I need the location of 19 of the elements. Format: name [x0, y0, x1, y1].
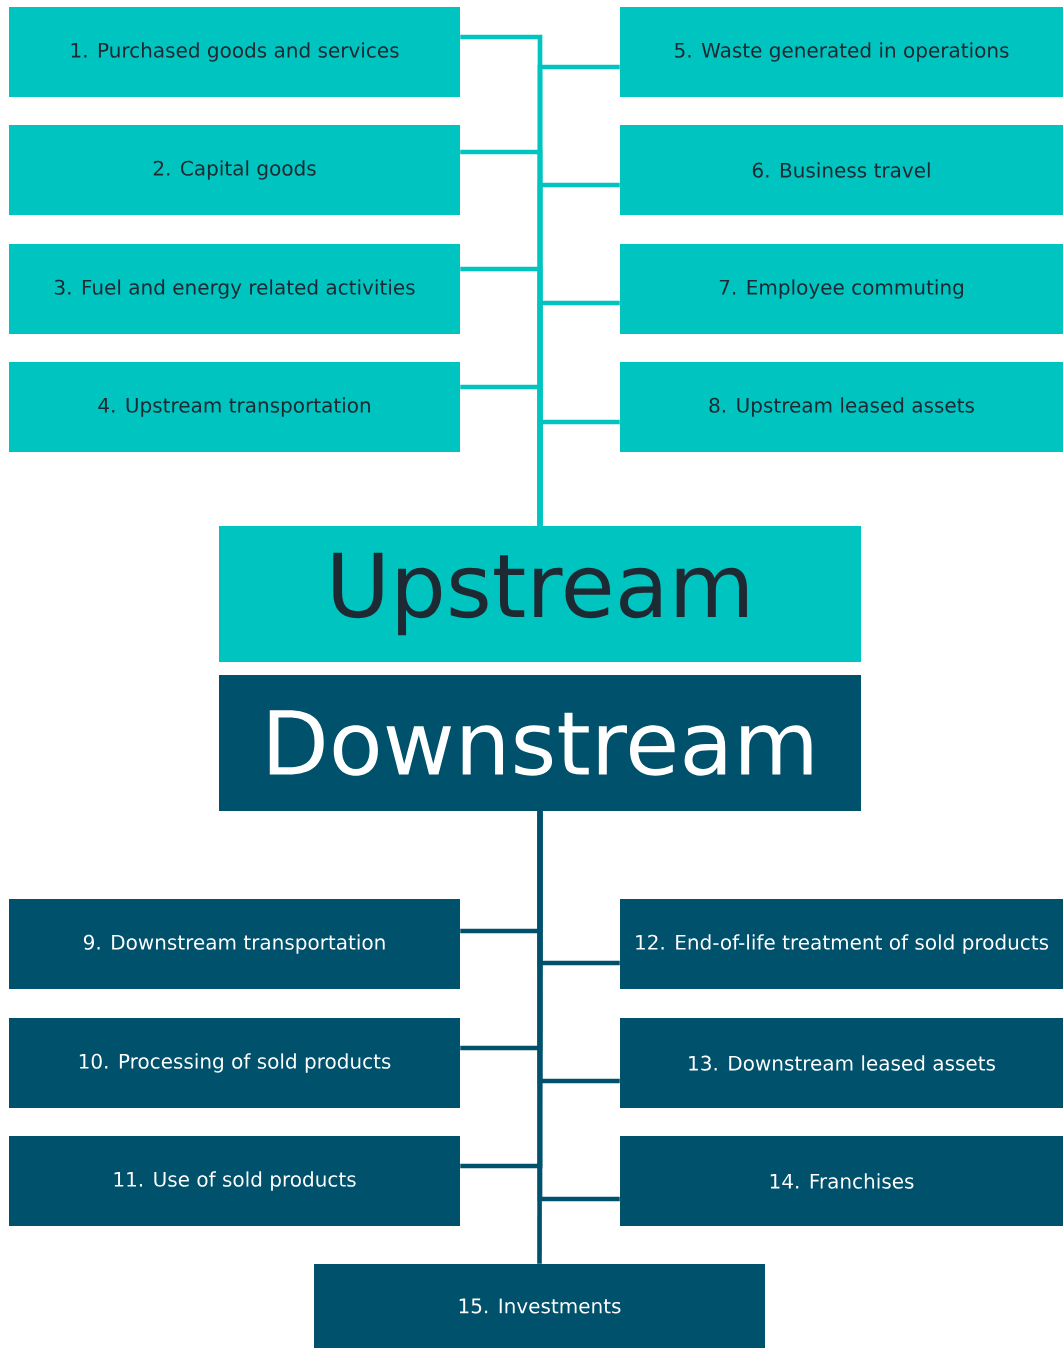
- category-box: 6. Business travel: [620, 125, 1063, 215]
- category-box: 15. Investments: [314, 1264, 765, 1348]
- category-box: 13. Downstream leased assets: [620, 1018, 1063, 1108]
- category-box: 14. Franchises: [620, 1136, 1063, 1226]
- category-box: 8. Upstream leased assets: [620, 362, 1063, 452]
- category-box: 7. Employee commuting: [620, 244, 1063, 334]
- connector-line: [537, 419, 620, 526]
- category-box: 12. End-of-life treatment of sold products: [620, 899, 1063, 989]
- category-box: 2. Capital goods: [9, 125, 460, 215]
- category-box: 4. Upstream transportation: [9, 362, 460, 452]
- stream-box: Downstream: [219, 675, 861, 811]
- category-box: 11. Use of sold products: [9, 1136, 460, 1226]
- connector-line: [537, 811, 543, 1264]
- category-box: 1. Purchased goods and services: [9, 7, 460, 97]
- category-box: 3. Fuel and energy related activities: [9, 244, 460, 334]
- category-box: 9. Downstream transportation: [9, 899, 460, 989]
- category-box: 10. Processing of sold products: [9, 1018, 460, 1108]
- stream-box: Upstream: [219, 526, 861, 662]
- category-box: 5. Waste generated in operations: [620, 7, 1063, 97]
